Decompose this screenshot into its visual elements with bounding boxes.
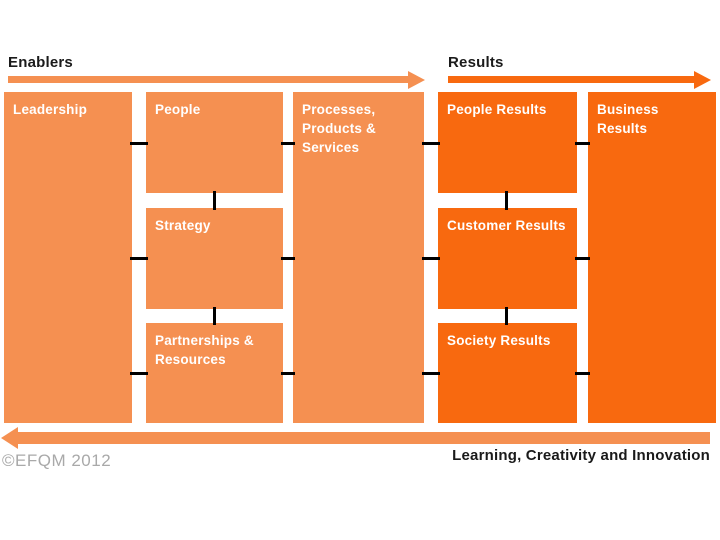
results-arrow — [448, 76, 694, 83]
connector-leadership-strategy — [130, 257, 148, 260]
leadership-box: Leadership — [4, 92, 132, 423]
copyright-text: ©EFQM 2012 — [2, 451, 112, 470]
connector-strategy-partnerships — [213, 307, 216, 325]
learning-feedback-arrow — [16, 432, 710, 444]
business-results-box: Business Results — [588, 92, 716, 423]
connector-people-processes — [281, 142, 295, 145]
connector-customer-results-business — [575, 257, 590, 260]
society-results-box: Society Results — [438, 323, 577, 423]
connector-partnerships-processes — [281, 372, 295, 375]
customer-results-box: Customer Results — [438, 208, 577, 309]
people-box: People — [146, 92, 283, 193]
connector-customer-results-society — [505, 307, 508, 325]
connector-people-results-business — [575, 142, 590, 145]
connector-leadership-partnerships — [130, 372, 148, 375]
processes-products-services-box: Processes, Products & Services — [293, 92, 424, 423]
connector-society-results-business — [575, 372, 590, 375]
enablers-arrowhead-icon — [408, 71, 425, 89]
people-results-box: People Results — [438, 92, 577, 193]
connector-people-results-customer — [505, 191, 508, 210]
connector-people-strategy — [213, 191, 216, 210]
connector-processes-society-results — [422, 372, 440, 375]
partnerships-resources-box: Partnerships & Resources — [146, 323, 283, 423]
learning-arrowhead-icon — [1, 427, 18, 449]
results-section-label: Results — [448, 54, 504, 71]
enablers-section-label: Enablers — [8, 54, 73, 71]
learning-creativity-innovation-label: Learning, Creativity and Innovation — [452, 447, 710, 464]
connector-strategy-processes — [281, 257, 295, 260]
results-arrowhead-icon — [694, 71, 711, 89]
connector-leadership-people — [130, 142, 148, 145]
enablers-arrow — [8, 76, 408, 83]
connector-processes-customer-results — [422, 257, 440, 260]
strategy-box: Strategy — [146, 208, 283, 309]
connector-processes-people-results — [422, 142, 440, 145]
